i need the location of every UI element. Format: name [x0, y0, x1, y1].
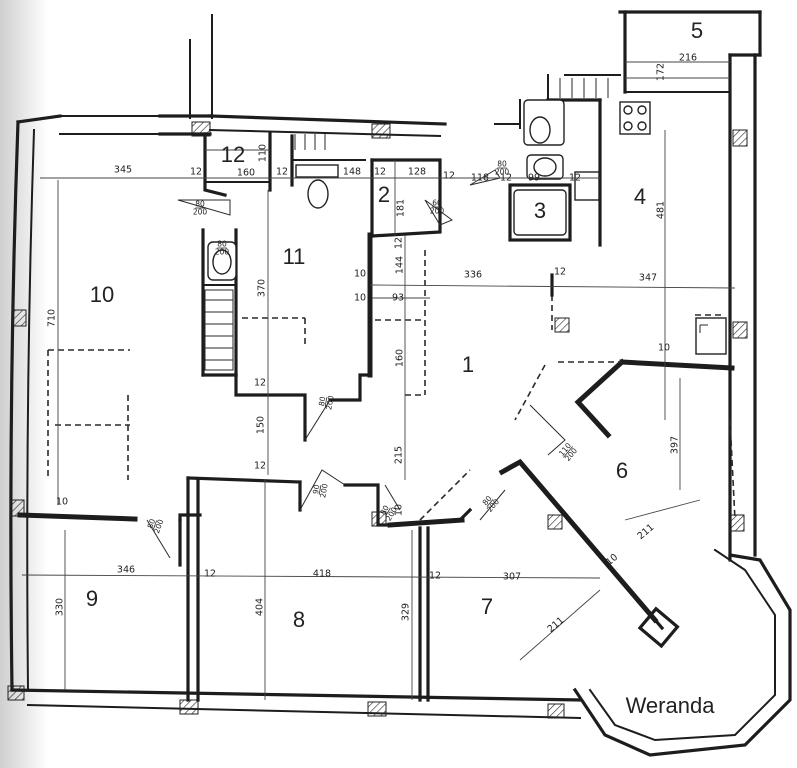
room-3-label: 3 — [534, 198, 546, 223]
dim-12: 12 — [554, 267, 566, 278]
dim-347: 347 — [639, 273, 657, 284]
dim-12: 12 — [569, 173, 581, 184]
dim-12: 12 — [254, 461, 266, 472]
dim-418: 418 — [313, 569, 331, 580]
room-7-label: 7 — [481, 594, 493, 619]
veranda-label: Weranda — [626, 693, 716, 718]
dim-12: 12 — [500, 173, 512, 184]
dim-710: 710 — [47, 309, 58, 327]
dim-160: 160 — [237, 168, 255, 179]
dim-12: 12 — [254, 378, 266, 389]
outer-walls — [9, 10, 792, 757]
door-label: 90200 — [311, 481, 330, 498]
dim-12: 12 — [429, 571, 441, 582]
wall-piers — [7, 121, 748, 719]
room-5-label: 5 — [691, 18, 703, 43]
room-6-label: 6 — [616, 458, 628, 483]
dim-397: 397 — [670, 436, 681, 454]
dimension-lines — [21, 61, 736, 700]
dim-148: 148 — [343, 167, 361, 178]
dim-345: 345 — [114, 165, 132, 176]
dim-10: 10 — [354, 269, 366, 280]
dim-307: 307 — [503, 572, 521, 583]
room-8-label: 8 — [293, 607, 305, 632]
stairs — [204, 78, 609, 371]
dim-10: 10 — [658, 343, 670, 354]
room-2-label: 2 — [378, 182, 390, 207]
room-11-label: 11 — [283, 244, 306, 269]
room-4-label: 4 — [634, 184, 646, 209]
fixtures — [207, 99, 727, 355]
dim-118: 118 — [471, 173, 489, 184]
dim-12: 12 — [443, 171, 455, 182]
interior-walls — [17, 98, 735, 702]
dim-346: 346 — [117, 565, 135, 576]
room-12-label: 12 — [221, 142, 245, 167]
dim-10: 10 — [56, 497, 68, 508]
dim-181: 181 — [396, 199, 407, 217]
room-1-label: 1 — [462, 352, 474, 377]
dim-144: 144 — [395, 256, 406, 274]
dim-12: 12 — [374, 167, 386, 178]
room-10-label: 10 — [90, 282, 114, 307]
dim-150: 150 — [256, 416, 267, 434]
door-swings — [146, 169, 566, 559]
dim-329: 329 — [401, 603, 412, 621]
dim-12: 12 — [204, 569, 216, 580]
dim-370: 370 — [257, 279, 268, 297]
dim-160: 160 — [395, 349, 406, 367]
dim-12: 12 — [276, 167, 288, 178]
room-labels: 1 2 3 4 5 6 7 8 9 10 11 12 Weranda — [86, 18, 715, 718]
dim-10: 10 — [394, 504, 405, 516]
door-label: 80200 — [317, 393, 336, 410]
room-9-label: 9 — [86, 586, 98, 611]
dim-12: 12 — [394, 237, 405, 249]
dim-12: 12 — [190, 167, 202, 178]
dim-10: 10 — [354, 293, 366, 304]
dimension-labels: 345 12 160 110 12 148 12 128 12 118 12 9… — [47, 53, 698, 636]
dim-404: 404 — [255, 598, 266, 616]
dim-216: 216 — [679, 53, 697, 64]
dim-172: 172 — [656, 63, 667, 81]
dashed-partitions — [47, 250, 736, 521]
dim-336: 336 — [464, 270, 482, 281]
dim-110: 110 — [258, 144, 269, 162]
dim-481: 481 — [656, 201, 667, 219]
dim-330: 330 — [55, 598, 66, 616]
dim-128: 128 — [408, 167, 426, 178]
dim-99: 99 — [528, 173, 540, 184]
dim-93: 93 — [392, 293, 404, 304]
dim-215: 215 — [394, 446, 405, 464]
